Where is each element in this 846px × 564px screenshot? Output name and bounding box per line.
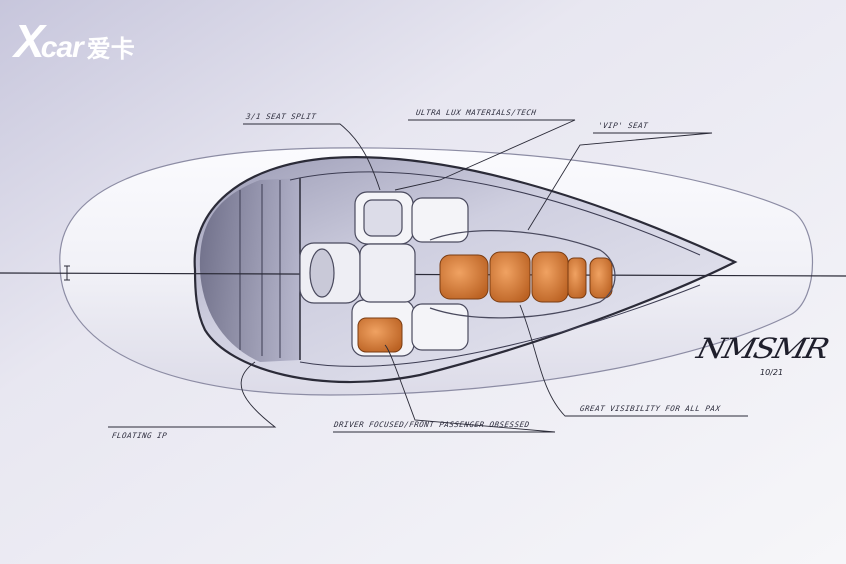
logo-word: car [40,31,84,64]
annotation-materials: ULTRA LUX MATERIALS/TECH [415,108,538,117]
nose-section [199,178,300,362]
signature-date: 10/21 [760,368,784,377]
steering-console [299,242,416,304]
center-axis [0,272,846,277]
annotation-floating-ip: FLOATING IP [111,431,168,440]
orange-seats [357,251,613,353]
designer-signature: NMSMR [693,332,831,365]
annotation-visibility: GREAT VISIBILITY FOR ALL PAX [579,404,722,413]
leader-lines [108,119,748,433]
logo-chinese: 爱卡 [86,36,135,63]
annotation-seat-split: 3/1 SEAT SPLIT [245,112,317,121]
annotation-vip-seat: 'VIP' SEAT [597,121,649,130]
front-seat-left [354,191,469,245]
xcar-logo: X car 爱卡 [14,18,135,65]
annotation-driver-focused: DRIVER FOCUSED/FRONT PASSENGER OBSESSED [333,420,531,429]
front-seat-cushion [357,317,403,353]
logo-mark: X [14,15,45,67]
